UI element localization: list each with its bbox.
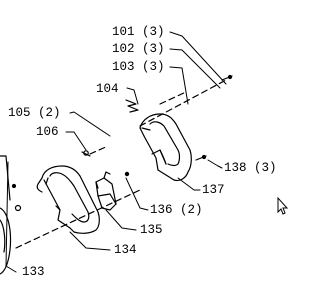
callout-133: 133 (22, 265, 45, 279)
part-134-front-cover (36, 165, 100, 234)
exploded-parts-diagram: 101 (3) 102 (3) 103 (3) 104 105 (2) 106 … (0, 25, 289, 279)
part-138-screw (195, 154, 207, 161)
leader-lines (5, 31, 227, 273)
callout-103: 103 (3) (112, 60, 165, 74)
callout-136: 136 (2) (150, 203, 203, 217)
motor-housing-part (0, 155, 22, 275)
callout-105: 105 (2) (8, 106, 61, 120)
mouse-cursor-icon (277, 196, 289, 215)
part-135-clip (95, 171, 117, 211)
part-106-fastener (81, 150, 91, 157)
callout-101: 101 (3) (112, 25, 165, 39)
callout-106: 106 (36, 125, 59, 139)
callout-138: 138 (3) (224, 161, 277, 175)
callout-104: 104 (96, 82, 119, 96)
part-101-screw (221, 74, 233, 81)
callout-137: 137 (202, 183, 225, 197)
alignment-lines (15, 79, 227, 249)
part-137-rear-handle (139, 113, 192, 182)
callout-102: 102 (3) (112, 42, 165, 56)
callout-134: 134 (114, 243, 137, 257)
callout-135: 135 (140, 223, 163, 237)
part-104-spring (125, 99, 139, 113)
diagram-drawing (0, 31, 289, 275)
part-136-screw (124, 171, 130, 177)
